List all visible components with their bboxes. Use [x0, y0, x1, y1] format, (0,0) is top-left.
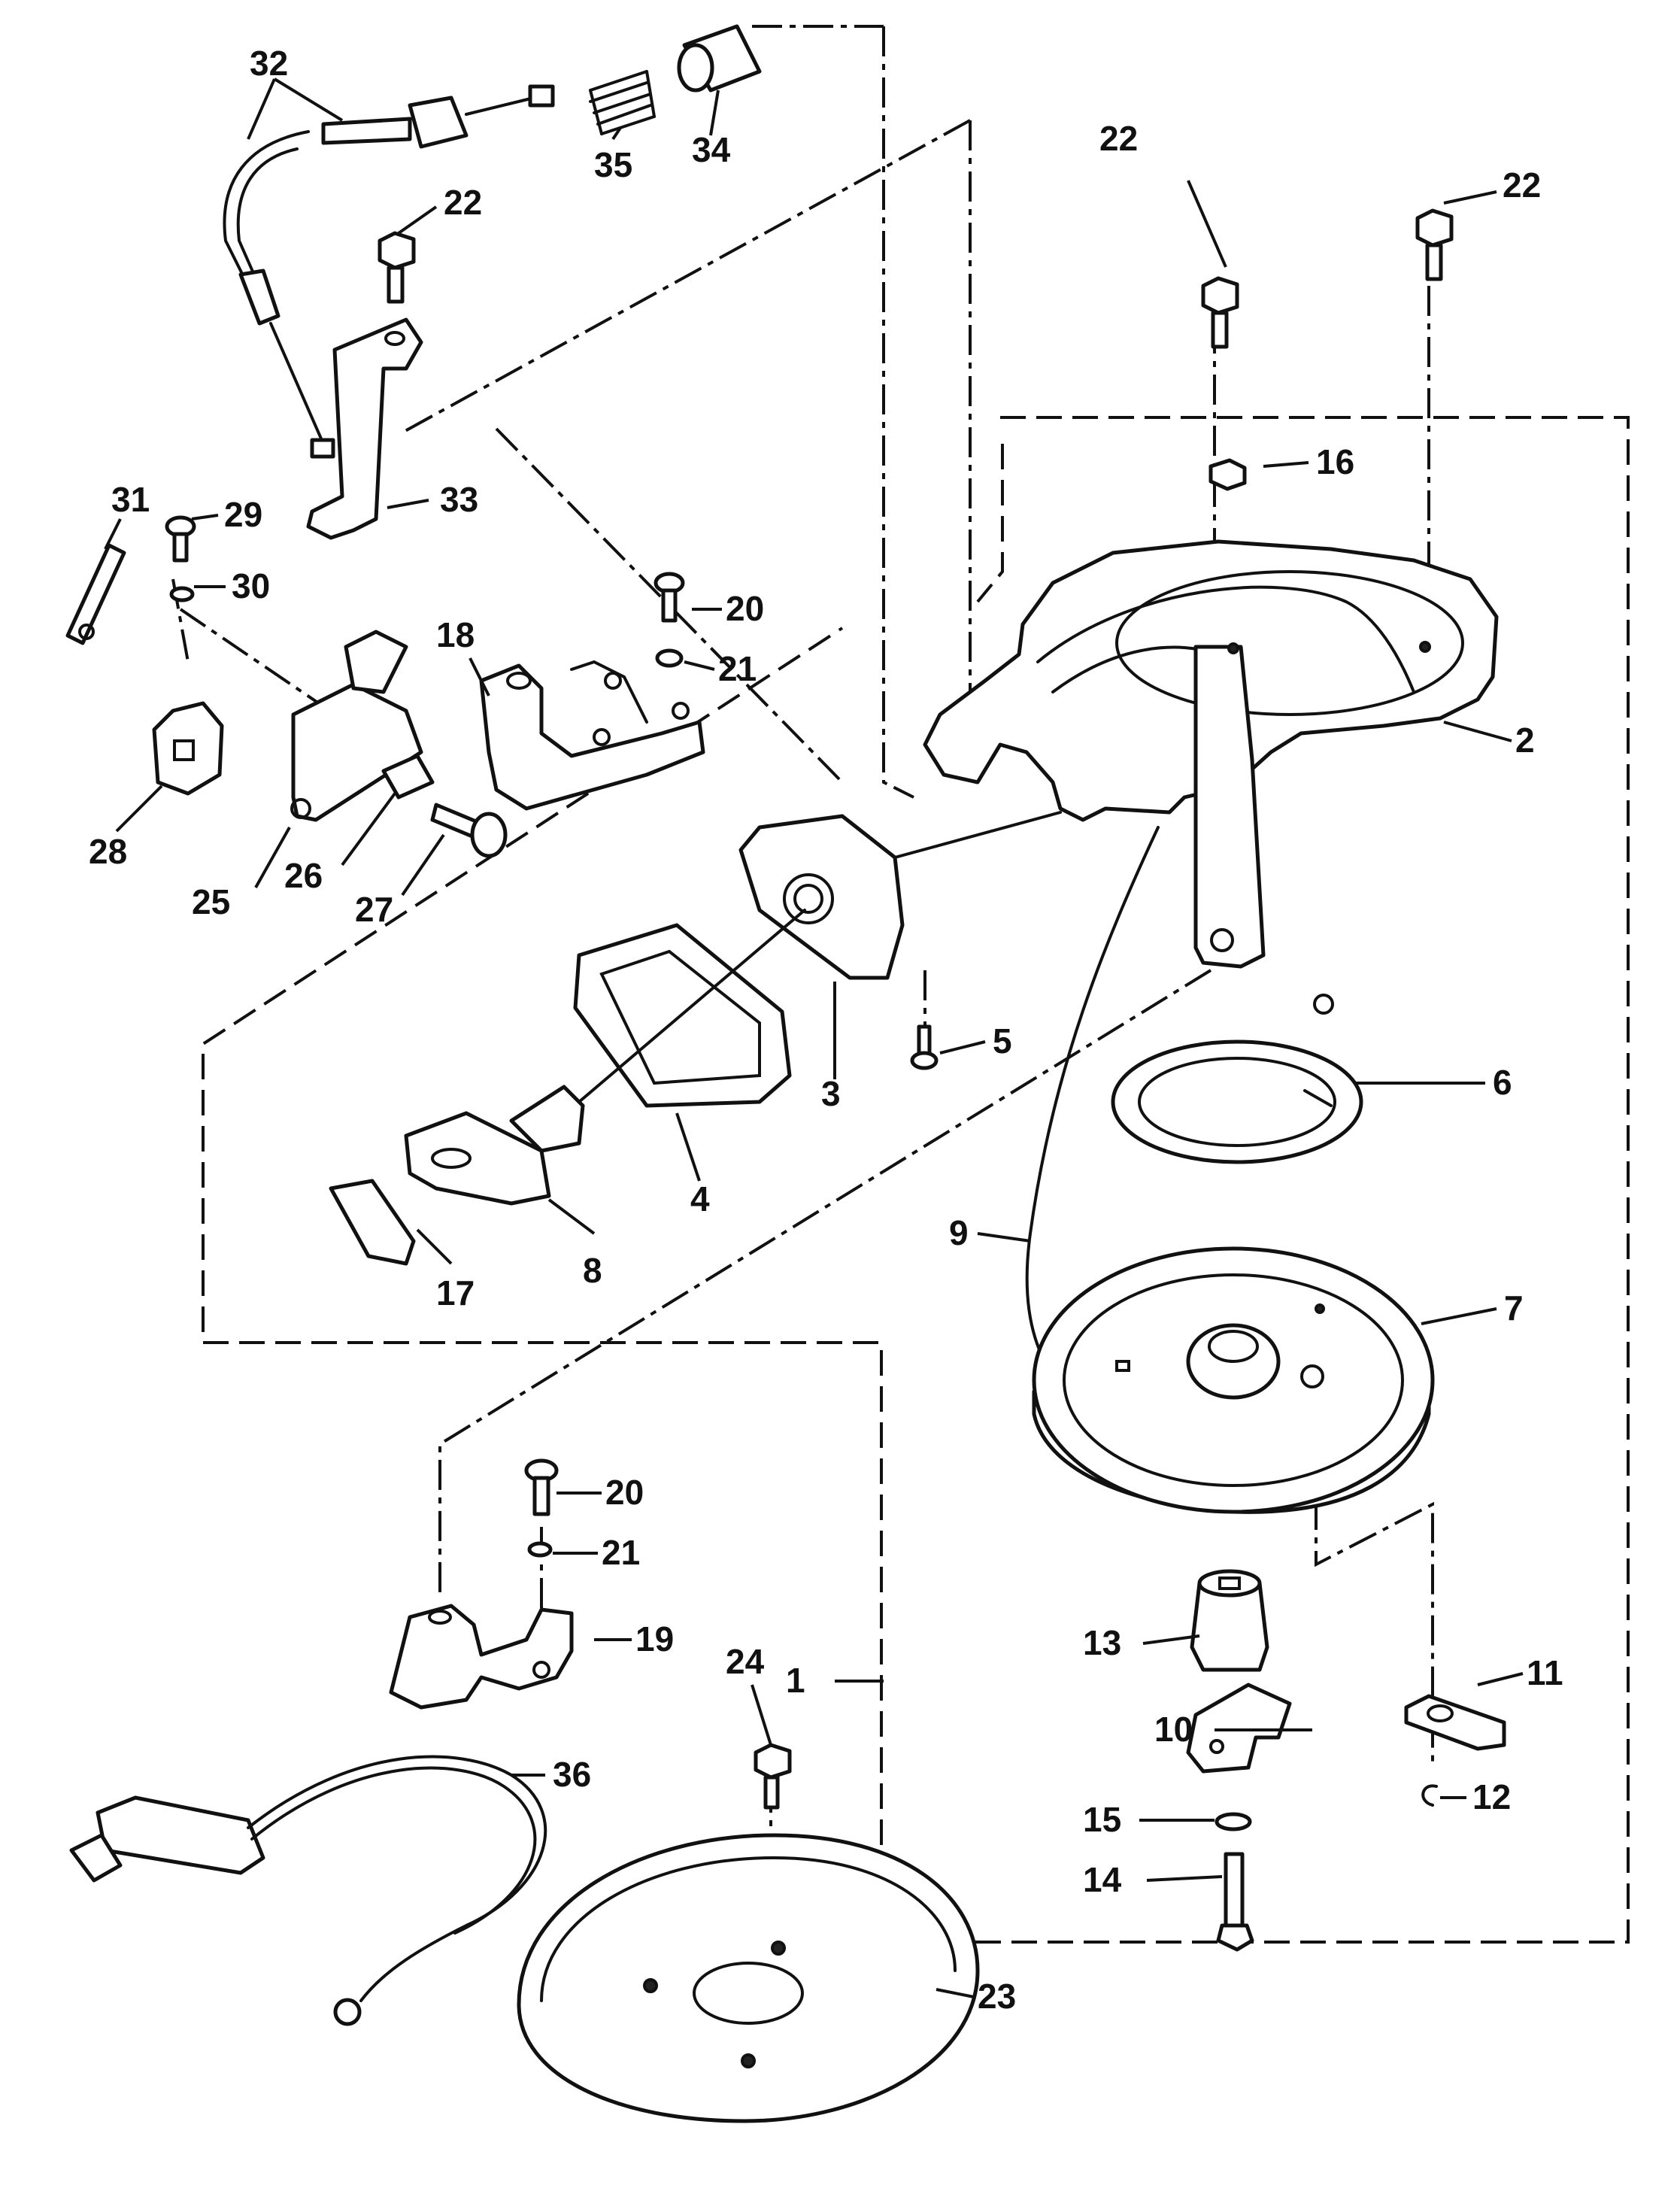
starter-handle-8: [404, 909, 806, 1206]
leader-lines: [104, 77, 1524, 1998]
callout-5: 5: [993, 1021, 1012, 1061]
callout-15: 15: [1083, 1800, 1121, 1839]
choke-cable: [223, 84, 555, 459]
callout-27: 27: [355, 890, 393, 929]
washer-21-upper: [655, 648, 684, 668]
callout-20-lower: 20: [605, 1473, 644, 1512]
callout-22-left: 22: [444, 183, 482, 222]
callout-30: 30: [232, 566, 270, 605]
callout-24: 24: [726, 1642, 765, 1681]
washer-15: [1215, 1812, 1252, 1831]
callout-22-center: 22: [1099, 119, 1138, 158]
callout-14: 14: [1083, 1860, 1122, 1899]
callout-17: 17: [436, 1273, 475, 1312]
pawl-10: [1186, 1683, 1292, 1774]
assembly-upper-boundary: [976, 444, 1004, 603]
link-31: [65, 543, 126, 645]
callout-11: 11: [1527, 1653, 1563, 1692]
callout-20-upper: 20: [726, 589, 764, 628]
spacer-26: [381, 754, 435, 800]
callout-19: 19: [635, 1619, 674, 1658]
screw-22-center: [1201, 276, 1239, 349]
screw-20-upper: [654, 572, 685, 623]
starter-housing: [923, 539, 1499, 969]
callout-18: 18: [436, 615, 475, 654]
callout-29: 29: [224, 495, 262, 534]
callout-10: 10: [1154, 1710, 1193, 1749]
callout-25: 25: [192, 882, 230, 921]
callout-16: 16: [1316, 442, 1354, 481]
callout-13: 13: [1083, 1623, 1121, 1662]
drive-cup-13: [1190, 1569, 1269, 1672]
rewind-spring-6: [1111, 994, 1363, 1164]
callout-23: 23: [978, 1977, 1016, 2016]
callout-26: 26: [284, 856, 323, 895]
bushing-34: [677, 24, 762, 93]
bracket-33: [306, 317, 423, 540]
callout-7: 7: [1504, 1288, 1524, 1328]
callout-35: 35: [594, 145, 632, 184]
callout-21-upper: 21: [718, 649, 757, 688]
callout-8: 8: [583, 1251, 602, 1290]
callout-9: 9: [949, 1213, 969, 1252]
knob-28: [152, 701, 224, 796]
insert-17: [329, 1179, 416, 1266]
callout-1: 1: [786, 1661, 805, 1700]
screw-22-left: [378, 231, 416, 304]
callout-31: 31: [111, 480, 150, 519]
rope-guide-3: [738, 814, 905, 980]
bolt-14: [1216, 1852, 1254, 1952]
callout-6: 6: [1493, 1063, 1512, 1102]
washer-30: [169, 586, 195, 602]
bracket-19: [389, 1604, 574, 1710]
callout-28: 28: [89, 832, 127, 871]
callout-labels: 1 2 3 4 5 6 7 8 9 10 11 12 13 14 15 16 1…: [89, 44, 1563, 2016]
nut-16: [1208, 458, 1247, 491]
callout-22-right: 22: [1503, 165, 1541, 205]
rope-pulley-7: [1032, 1246, 1435, 1514]
clip-12: [1421, 1784, 1438, 1807]
callout-32: 32: [250, 44, 288, 83]
callout-4: 4: [690, 1179, 710, 1218]
screw-22-right: [1415, 208, 1454, 281]
bolt-27: [430, 803, 508, 858]
bracket-18: [479, 660, 705, 811]
callout-34: 34: [692, 130, 731, 169]
spring-35: [589, 70, 656, 135]
assembly-1-boundary: [202, 416, 1630, 1944]
lever-25: [290, 630, 423, 822]
callout-33: 33: [440, 480, 478, 519]
callout-3: 3: [821, 1074, 841, 1113]
emergency-rope-36: [69, 1755, 547, 2026]
base-plate-23: [517, 1833, 980, 2123]
callout-21-lower: 21: [602, 1533, 640, 1572]
screw-20-lower: [524, 1458, 559, 1516]
callout-2: 2: [1515, 721, 1535, 760]
screw-29: [165, 515, 196, 563]
screw-24: [754, 1743, 792, 1810]
callout-36: 36: [553, 1755, 591, 1794]
washer-21-lower: [527, 1541, 553, 1558]
screw-5: [910, 1024, 939, 1070]
callout-12: 12: [1472, 1777, 1511, 1816]
pawl-plate-11: [1404, 1694, 1506, 1751]
